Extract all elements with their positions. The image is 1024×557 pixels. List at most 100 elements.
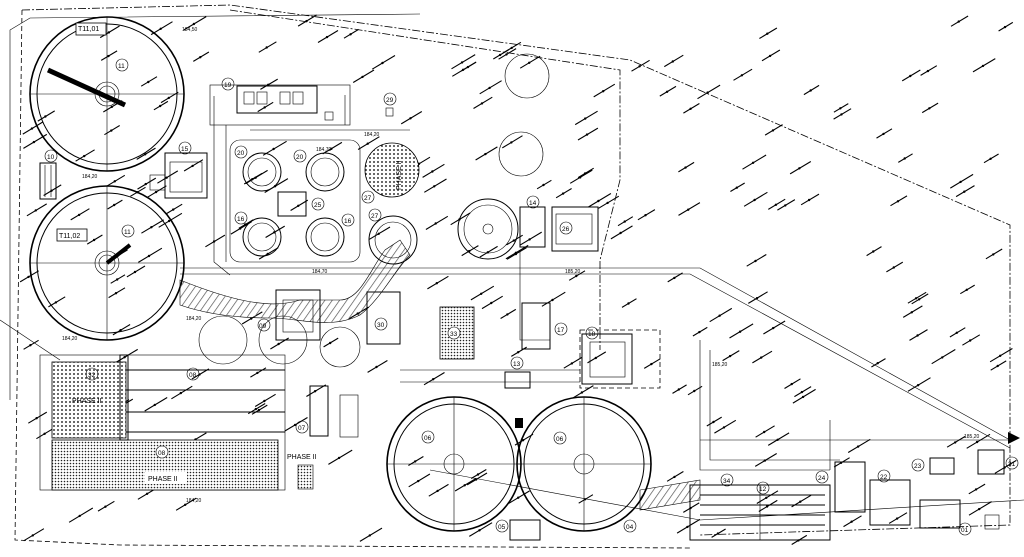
- hatch-mark-dot: [265, 46, 268, 49]
- hatch-mark-dot: [172, 208, 175, 211]
- hatch-mark-dot: [150, 226, 153, 229]
- hatch-mark-dot: [329, 341, 332, 345]
- hatch-mark-dot: [250, 317, 253, 320]
- num-27-a: 27: [364, 195, 372, 202]
- hatch-mark-dot: [583, 172, 587, 175]
- hatch-mark-dot: [104, 505, 107, 508]
- hatch-mark-dot: [521, 439, 525, 442]
- hatch-mark-dot: [325, 35, 329, 39]
- hatch-mark-dot: [755, 297, 759, 300]
- hatch-mark: [593, 83, 616, 98]
- hatch-mark-dot: [54, 301, 58, 304]
- hatch-mark-dot: [766, 32, 769, 35]
- num-30: 30: [377, 322, 385, 329]
- num-14: 14: [529, 200, 537, 207]
- hatch-mark: [676, 518, 701, 534]
- hatch-mark: [907, 377, 931, 392]
- hatch-mark-dot: [784, 204, 787, 207]
- num-22: 22: [880, 474, 888, 481]
- hatch-mark-dot: [798, 167, 801, 170]
- elev-3: 184,20: [62, 336, 78, 342]
- hatch-mark-dot: [981, 64, 985, 68]
- elev-5: 185,20: [565, 269, 581, 275]
- hatch-mark-dot: [29, 344, 32, 347]
- hatch-mark-dot: [313, 390, 317, 393]
- hatch-mark-dot: [147, 254, 151, 258]
- hatch-mark-dot: [594, 356, 597, 360]
- hatch-mark: [452, 61, 477, 77]
- hatch-mark-dot: [110, 105, 114, 109]
- hatch-mark-dot: [417, 479, 420, 483]
- hatch-mark: [422, 163, 445, 178]
- hatch-mark-dot: [377, 232, 380, 235]
- hatch-mark: [424, 178, 447, 193]
- hatch-mark-dot: [575, 274, 578, 278]
- hatch-mark-dot: [528, 238, 531, 241]
- hatch-mark-dot: [436, 489, 439, 493]
- hatch-mark-dot: [738, 330, 742, 333]
- hatch-mark: [742, 154, 767, 170]
- hatch-mark: [994, 459, 1017, 474]
- num-20-a: 20: [237, 150, 245, 157]
- hatch-mark: [756, 490, 779, 504]
- hatch-mark-dot: [50, 189, 53, 192]
- hatch-mark-dot: [434, 222, 437, 225]
- hatch-mark-dot: [92, 238, 96, 242]
- hatch-mark-dot: [414, 460, 417, 463]
- hatch-mark: [789, 161, 812, 175]
- hatch-mark-dot: [914, 297, 918, 300]
- unit-19: 19: [209, 77, 351, 126]
- hatch-mark-dot: [926, 69, 930, 73]
- elevation-labels: 184,50 184,20 184,20 184,70 185,20 184,2…: [62, 27, 980, 504]
- hatch-mark-dot: [476, 473, 480, 476]
- unit-clarifier-small: [457, 198, 519, 260]
- hatch-mark-dot: [623, 220, 626, 223]
- hatch-mark-dot: [872, 250, 875, 253]
- hatch-mark: [171, 385, 193, 400]
- hatch-mark: [475, 146, 498, 161]
- hatch-mark-dot: [366, 142, 369, 145]
- num-34: 34: [723, 478, 731, 485]
- tank-t11-02-label: T11,02: [59, 233, 80, 240]
- hatch-mark: [587, 193, 612, 208]
- num-10: 10: [47, 154, 55, 161]
- hatch-mark-dot: [83, 154, 86, 158]
- hatch-mark-dot: [77, 213, 81, 217]
- hatch-mark-dot: [484, 152, 487, 156]
- hatch-mark-dot: [368, 534, 371, 537]
- hatch-mark-dot: [768, 54, 772, 58]
- hatch-mark-dot: [583, 498, 587, 501]
- hatch-mark-dot: [381, 61, 384, 65]
- hatch-mark: [972, 58, 996, 73]
- unit-05-04: 05 04: [495, 418, 637, 541]
- hatch-mark-dot: [460, 61, 464, 64]
- hatch-mark-dot: [480, 292, 483, 295]
- hatch-mark-dot: [256, 371, 259, 375]
- hatch-mark-dot: [918, 298, 921, 301]
- hatch-mark-dot: [999, 354, 1002, 357]
- num-17: 17: [557, 327, 565, 334]
- hatch-mark: [328, 449, 353, 465]
- hatch-mark-dot: [35, 417, 38, 420]
- hatch-mark: [481, 295, 503, 310]
- hatch-mark-dot: [754, 259, 757, 263]
- hatch-mark-dot: [959, 180, 962, 184]
- hatch-mark-dot: [488, 86, 491, 90]
- hatch-mark-dot: [30, 127, 34, 130]
- hatch-mark-dot: [517, 351, 520, 354]
- hatch-mark-dot: [580, 391, 584, 394]
- num-20-b: 20: [296, 154, 304, 161]
- hatch-mark-dot: [153, 403, 156, 407]
- hatch-mark-dot: [305, 19, 308, 23]
- phase-ii-label-lower: PHASE II: [287, 454, 317, 461]
- hatch-mark-dot: [740, 74, 744, 77]
- hatch-mark-dot: [671, 60, 674, 63]
- tank-t11-02-number: 11: [124, 229, 131, 236]
- hatch-mark-dot: [78, 514, 81, 518]
- hatch-mark-dot: [772, 326, 775, 330]
- num-05: 05: [498, 524, 506, 531]
- tank-t11-01: T11,01 11: [29, 16, 185, 172]
- hatch-mark-dot: [165, 176, 168, 179]
- hatch-mark: [469, 522, 493, 537]
